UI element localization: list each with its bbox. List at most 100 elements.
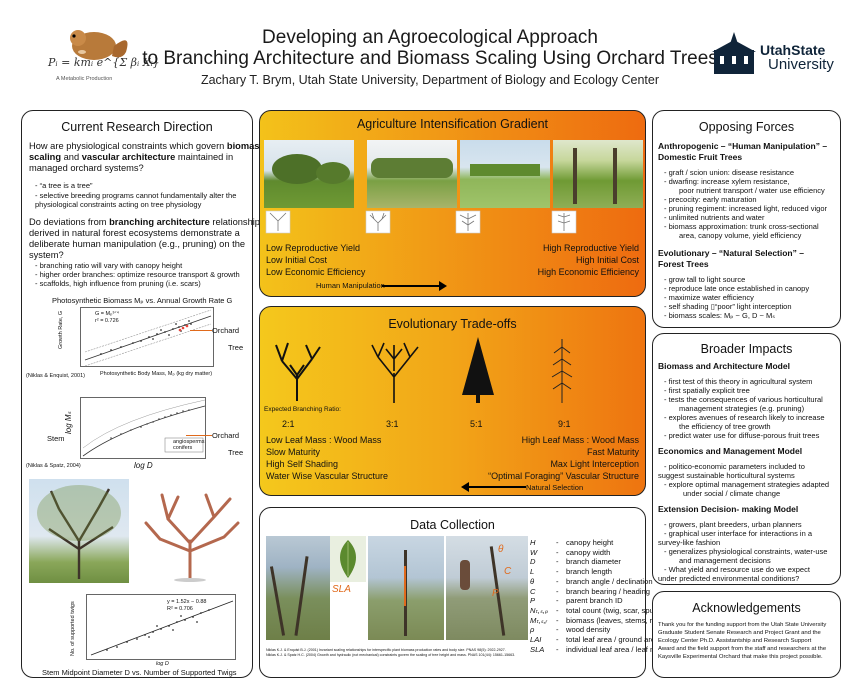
tree-label-2: Tree	[228, 448, 244, 457]
panel-title: Data Collection	[410, 518, 495, 532]
low-cost: Low Initial Cost	[266, 255, 328, 265]
broader-a3b: management strategies (e.g. pruning)	[679, 404, 805, 413]
variable-dash: -	[556, 538, 559, 547]
panel-title: Evolutionary Trade-offs	[388, 317, 517, 331]
plot3-xlabel: log D	[156, 661, 169, 667]
tree-silhouette-1	[275, 342, 321, 401]
field-photo-2	[368, 536, 444, 640]
plot2-ylabel: log Mₛ	[64, 411, 73, 434]
variable-symbol: D	[530, 557, 536, 567]
bullet-branching: - branching ratio will vary with canopy …	[35, 261, 183, 270]
panel-title: Broader Impacts	[700, 342, 793, 356]
evo-5: - biomass scales: Mₚ ~ G, D ~ Mₛ	[664, 311, 776, 320]
anthro-2b: poor nutrient transport / water use effi…	[679, 186, 825, 195]
variable-symbol: W	[530, 547, 538, 557]
variable-dash: -	[556, 615, 559, 625]
water-wise: Water Wise Vascular Structure	[266, 471, 389, 481]
plot1-ylabel: Growth Rate, G	[58, 310, 64, 349]
anthro-6: - biomass approximation: trunk cross-sec…	[664, 222, 819, 231]
variable-symbol: C	[530, 586, 536, 596]
plot3-r2: R² = 0.706	[167, 606, 193, 612]
tradeoffs-panel: Evolutionary Trade-offs Expected Branchi…	[259, 306, 646, 496]
tree-silhouette-2	[371, 342, 419, 403]
poster-authors: Zachary T. Brym, Utah State University, …	[200, 73, 660, 87]
logo-formula: Pᵢ = kmᵢ e^{Σ βᵢ Xᵢ}	[48, 56, 160, 69]
tree-silhouette-4	[551, 339, 573, 403]
question-2: Do deviations from branching architectur…	[29, 217, 265, 227]
variable-dash: -	[556, 625, 559, 635]
broader-heading-3: Extension Decision- making Model	[658, 504, 799, 514]
plot1-cite: (Niklas & Enquist, 2001)	[26, 373, 85, 379]
broader-b2b: under social / climate change	[683, 489, 781, 498]
broader-c4: - What yield and resource use do we expe…	[664, 565, 810, 574]
variable-row: Mₜ,ₛ,ᵣ-biomass (leaves, stems, roots)	[530, 615, 669, 626]
low-efficiency: Low Economic Efficiency	[266, 267, 366, 277]
anthro-heading-1: Anthropogenic – “Human Manipulation” –	[658, 141, 828, 151]
panel-title: Current Research Direction	[61, 120, 213, 134]
orchard-line-2	[186, 435, 212, 436]
variable-dash: -	[556, 635, 559, 644]
variable-symbol: LAI	[530, 635, 542, 644]
bullet-scaffolds: - scaffolds, high influence from pruning…	[35, 279, 201, 288]
growth-rate-plot: G = Mₚ³ᐟ⁴ r² = 0.726	[80, 307, 214, 367]
plot3-ylabel: No. of supported twigs	[70, 601, 76, 656]
data-collection-panel: Data Collection SLA θ C P H-canopy heigh…	[259, 507, 669, 678]
variable-dash: -	[556, 605, 559, 615]
variable-dash: -	[556, 576, 559, 586]
panel-title: Opposing Forces	[698, 120, 795, 134]
variable-symbol: H	[530, 538, 536, 547]
natural-selection-arrow	[461, 482, 526, 492]
broader-heading-1: Biomass and Architecture Model	[658, 361, 790, 371]
reference-2: Niklas K.J. & Spatz H.C. (2004) Growth a…	[266, 653, 516, 657]
variable-description: canopy height	[566, 538, 614, 547]
tree-silhouette-3	[462, 337, 494, 403]
usu-logo: UtahState University	[710, 30, 840, 80]
plot1-caption: Photosynthetic Biomass Mₚ vs. Annual Gro…	[52, 296, 233, 305]
variable-description: canopy width	[566, 547, 611, 557]
tree-model-render	[134, 479, 246, 583]
broader-c1: - growers, plant breeders, urban planner…	[664, 520, 802, 529]
broader-a2: - first spatially explicit tree	[664, 386, 750, 395]
plot2-legend-2: conifers	[173, 445, 193, 451]
broader-c3b: and management decisions	[679, 556, 771, 565]
anthro-heading-2: Domestic Fruit Trees	[658, 152, 743, 162]
broader-impacts-panel: Broader Impacts Biomass and Architecture…	[652, 333, 841, 585]
orchard-line-1	[190, 330, 212, 331]
plot3-caption: Stem Midpoint Diameter D vs. Number of S…	[42, 668, 237, 677]
ack-line-2: Graduate Student Senate Research and Pro…	[658, 630, 821, 636]
low-yield: Low Reproductive Yield	[266, 243, 361, 253]
broader-b1: - politico-economic parameters included …	[664, 462, 805, 471]
poster-title-line2: to Branching Architecture and Biomass Sc…	[142, 48, 718, 69]
acknowledgements-panel: Acknowledgements Thank you for the fundi…	[652, 591, 841, 678]
plot1-r2: r² = 0.726	[95, 318, 119, 324]
variable-row: P-parent branch ID	[530, 596, 644, 606]
evo-4: - self shading ▯“poor” light interceptio…	[664, 302, 792, 311]
variable-symbol: Mₜ,ₛ,ᵣ	[530, 615, 548, 625]
panel-title: Acknowledgements	[692, 601, 801, 615]
variable-symbol: P	[530, 596, 536, 606]
reference-1: Niklas K.J. & Enquist B.J. (2001) Invari…	[266, 648, 506, 652]
orchard-tree-photo	[29, 479, 129, 583]
ack-line-4: Award and the field support from the sta…	[658, 646, 827, 652]
usu-logo-line1: UtahState	[760, 42, 826, 58]
question-2-line2: derived in natural forest ecosystems dem…	[29, 228, 240, 238]
bullet-higher-order: - higher order branches: optimize resour…	[35, 270, 240, 279]
variable-symbol: SLA	[530, 644, 545, 654]
variable-dash: -	[556, 596, 559, 606]
variable-row: SLA-individual leaf area / leaf mass	[530, 644, 668, 655]
current-research-panel: Current Research Direction How are physi…	[21, 110, 299, 678]
theta-label: θ	[498, 544, 504, 555]
question-2-line4: system?	[29, 250, 64, 260]
question-1-line3: managed orchard systems?	[29, 163, 144, 173]
leaf-photo	[330, 536, 366, 582]
ack-line-3: Ecology Center Ph.D. Assistantship and R…	[658, 638, 812, 644]
tree-label-1: Tree	[228, 343, 244, 352]
broader-a1: - first test of this theory in agricultu…	[664, 377, 813, 386]
ratio-2-1: 2:1	[282, 419, 295, 429]
bullet-breeding: - selective breeding programs cannot fun…	[35, 191, 237, 200]
ack-line-1: Thank you for the funding support from t…	[658, 622, 827, 628]
stem-mass-plot: angiosperms conifers	[80, 397, 206, 459]
orchard-photo-2	[367, 140, 457, 208]
variable-description: branch bearing / heading	[566, 586, 651, 596]
human-manipulation-label: Human Manipulation	[316, 281, 385, 290]
